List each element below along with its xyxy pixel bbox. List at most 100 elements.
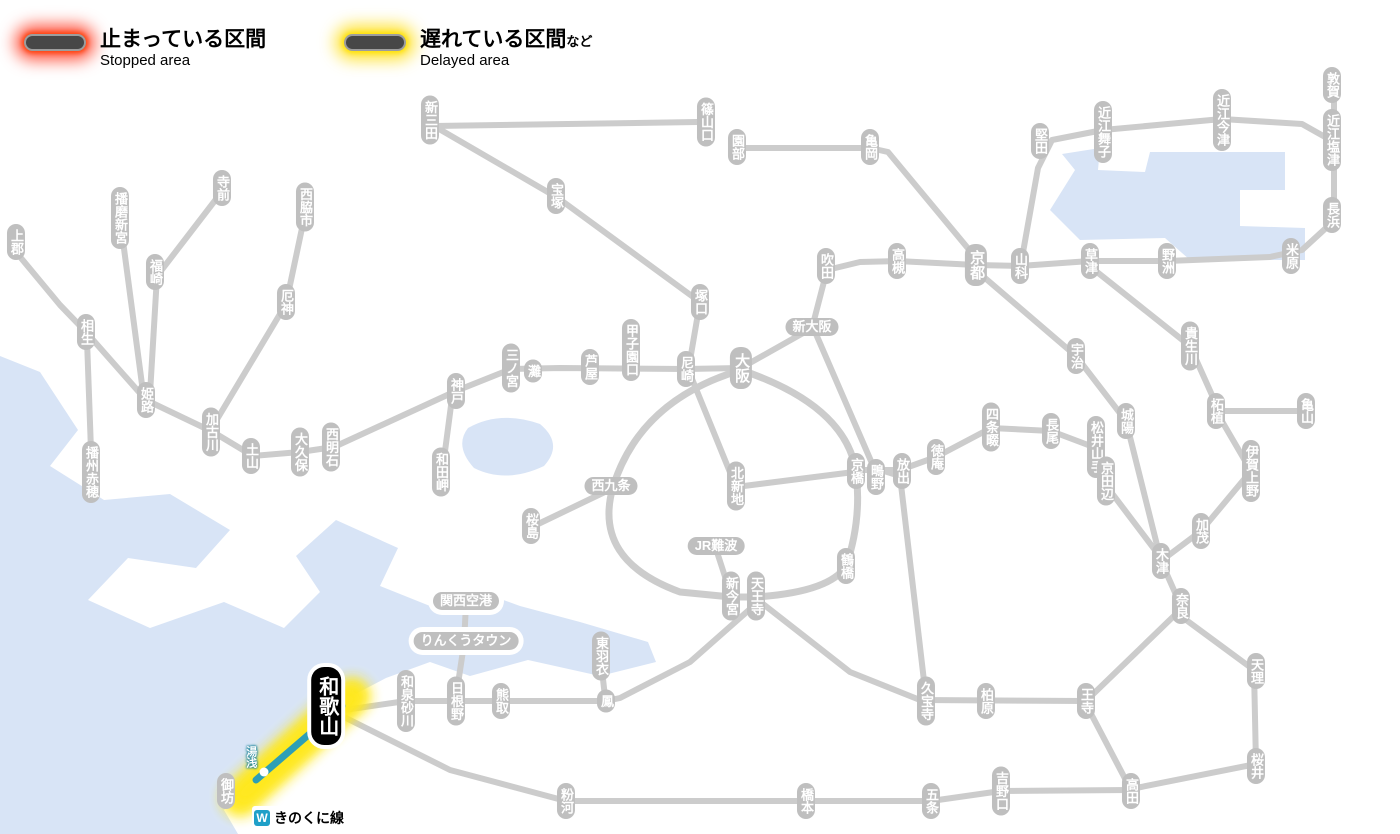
station-pill: 神戸 (446, 373, 466, 409)
kobe-harbor-water (462, 417, 554, 476)
station-pill: 柏原 (976, 683, 996, 719)
station-pill: 御坊 (216, 773, 236, 809)
station-pill: 徳庵 (926, 439, 946, 475)
station-pill: 久宝寺 (916, 676, 936, 726)
rail-line-kansai-east (1158, 408, 1309, 564)
yuasa-station-marker (259, 767, 269, 777)
station-pill: 加古川 (201, 407, 221, 457)
station-pill: 播州赤穂 (81, 441, 101, 503)
station-pill: 篠山口 (696, 97, 716, 147)
station-pill: 長浜 (1322, 197, 1342, 233)
station-pill: 京橋 (846, 453, 866, 489)
delayed-area-icon (344, 34, 406, 51)
station-pill: 園部 (727, 129, 747, 165)
station-pill: 草津 (1080, 243, 1100, 279)
kinokuni-line-name: きのくに線 (274, 810, 344, 826)
station-pill: 放出 (892, 453, 912, 489)
station-pill: 播磨新宮 (110, 187, 130, 249)
bay-island (544, 568, 652, 632)
station-pill: 三ノ宮 (501, 343, 521, 393)
station-pill: 野洲 (1157, 243, 1177, 279)
station-pill: 五条 (921, 783, 941, 819)
lake-biwa (1050, 148, 1305, 260)
station-pill: 西九条 (584, 476, 638, 496)
station-pill: 城陽 (1116, 403, 1136, 439)
station-pill: 木津 (1151, 543, 1171, 579)
station-pill: 大久保 (290, 427, 310, 477)
station-pill: 和田岬 (431, 447, 451, 497)
station-pill: 粉河 (556, 783, 576, 819)
station-pill: 宝塚 (546, 178, 566, 214)
station-pill: 北新地 (726, 461, 746, 511)
station-pill: 堅田 (1030, 123, 1050, 159)
station-pill: 亀岡 (860, 129, 880, 165)
rail-line-yumesaki (531, 487, 612, 529)
station-pill: JR難波 (687, 536, 745, 556)
station-pill: 西脇市 (295, 182, 315, 232)
station-pill: 吹田 (816, 248, 836, 284)
sea-water (0, 356, 656, 834)
station-pill: 灘 (523, 359, 543, 383)
rail-line-tozai (687, 371, 857, 490)
line-symbol-w-icon: W (254, 810, 270, 826)
station-pill: 京都 (964, 244, 988, 286)
station-pill: 貴生川 (1180, 321, 1200, 371)
stopped-area-label: 止まっている区間 (100, 28, 266, 51)
station-pill: 柘植 (1206, 393, 1226, 429)
station-pill: 鴫野 (866, 459, 886, 495)
station-pill: 厄神 (276, 284, 296, 320)
rail-line-yamatoji (755, 597, 1181, 704)
station-yuasa: 湯浅 (244, 746, 257, 768)
rail-line-sagano (739, 145, 979, 261)
station-pill: 芦屋 (580, 349, 600, 385)
station-pill: 奈良 (1171, 588, 1191, 624)
station-pill: 吉野口 (991, 766, 1011, 816)
station-wakayama: 和歌山 (311, 667, 341, 745)
station-pill: 近江今津 (1212, 89, 1232, 151)
kinokuni-line-label: W きのくに線 (252, 806, 351, 830)
delayed-area-suffix: など (566, 34, 593, 49)
station-pill: 和泉砂川 (396, 670, 416, 732)
station-pill: 西明石 (321, 422, 341, 472)
station-pill: 大阪 (729, 347, 753, 389)
station-pill: 近江舞子 (1093, 101, 1113, 163)
station-pill: 宇治 (1066, 338, 1086, 374)
station-pill: 寺前 (212, 170, 232, 206)
station-pill: 四条畷 (981, 402, 1001, 452)
station-pill: 天王寺 (746, 571, 766, 621)
station-pill: 亀山 (1296, 393, 1316, 429)
station-pill: 熊取 (491, 683, 511, 719)
station-pill: 米原 (1281, 238, 1301, 274)
legend-delayed: 遅れている区間など Delayed area (344, 28, 592, 69)
station-pill: 高田 (1121, 773, 1141, 809)
delayed-area-label-text: 遅れている区間 (420, 28, 567, 51)
station-pill: 福崎 (145, 254, 165, 290)
station-pill: 加茂 (1191, 513, 1211, 549)
station-pill: 相生 (76, 314, 96, 350)
station-pill: 橋本 (796, 783, 816, 819)
station-pill: 関西空港 (432, 591, 500, 611)
rail-line-osaka-higashi (813, 331, 929, 701)
station-pill: 桜島 (521, 508, 541, 544)
station-pill: 長尾 (1041, 413, 1061, 449)
stopped-area-icon (24, 34, 86, 51)
rail-line-bantan (147, 191, 223, 397)
station-pill: 桜井 (1246, 748, 1266, 784)
station-pill: 敦賀 (1322, 67, 1342, 103)
station-pill: 日根野 (446, 676, 466, 726)
station-pill: 姫路 (136, 382, 156, 418)
station-pill: 高槻 (887, 243, 907, 279)
delayed-area-sublabel: Delayed area (420, 52, 510, 70)
station-pill: 伊賀上野 (1241, 440, 1261, 502)
station-pill: 新今宮 (721, 571, 741, 621)
delayed-area-label: 遅れている区間など (420, 28, 592, 51)
station-pill: 尼崎 (676, 351, 696, 387)
station-pill: 山科 (1010, 248, 1030, 284)
station-pill: りんくうタウン (413, 631, 519, 651)
station-pill: 東羽衣 (591, 631, 611, 681)
rail-line-sakurai (1133, 611, 1259, 791)
rail-line-kishin (118, 223, 146, 395)
stopped-area-sublabel: Stopped area (100, 52, 191, 70)
station-pill: 土山 (241, 438, 261, 474)
